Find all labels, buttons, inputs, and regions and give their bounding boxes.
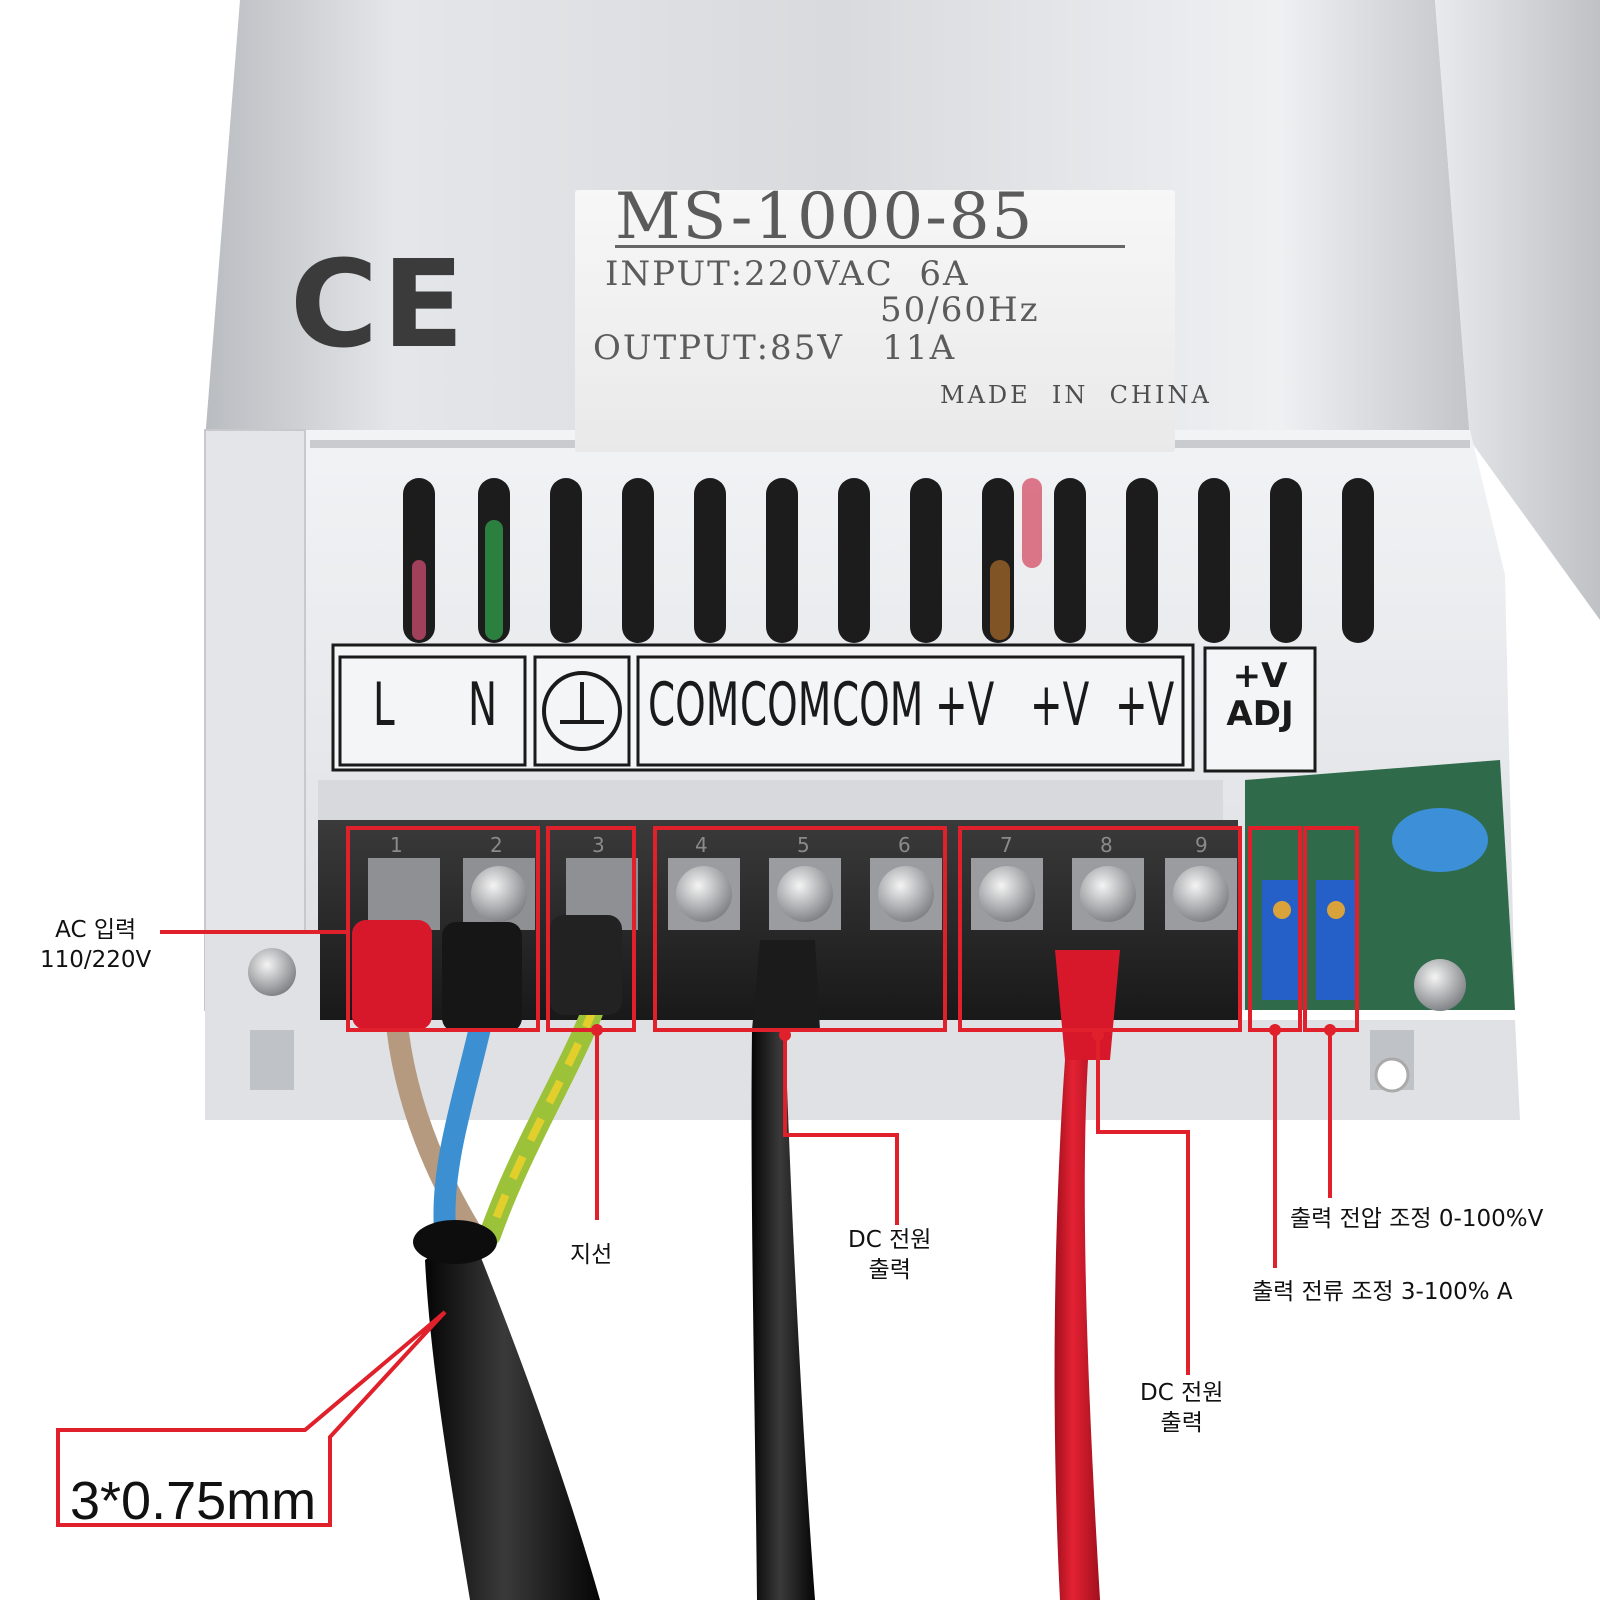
terminal-number-7: 7 [1000,833,1013,857]
current-potentiometer [1262,880,1302,1000]
current-adjust-label: 출력 전류 조정 3-100% A [1252,1279,1513,1305]
ground-ring-lug [550,915,622,1015]
vent-slots [403,478,1374,643]
terminal-number-4: 4 [695,833,708,857]
terminal-label-com-3: COM [832,670,924,740]
terminal-label-neutral: N [468,670,498,740]
terminal-number-6: 6 [898,833,911,857]
dc-negative-cable [751,940,820,1600]
product-label [575,190,1175,452]
terminal-label-vplus-2: +V [1030,670,1090,740]
ground-header-box [533,655,631,767]
model-number: MS-1000-85 [615,180,1035,254]
terminal-number-3: 3 [592,833,605,857]
model-underline [615,245,1125,248]
dc-positive-cable [1054,950,1120,1600]
output-rating: OUTPUT:85V 11A [593,328,957,368]
terminal-screws [368,858,1237,930]
mount-screw-left [248,948,296,996]
annotation-dots [591,1024,1336,1041]
terminal-label-com-2: COM [740,670,832,740]
ln-header-box [338,655,527,767]
terminal-header-strip [331,643,1195,772]
voltage-potentiometer [1316,880,1356,1000]
terminal-number-5: 5 [797,833,810,857]
case-right-side [1435,0,1600,620]
pcb-screw [1414,959,1466,1011]
earth-ground-icon [542,671,622,751]
terminal-label-adj: +V ADJ [1215,657,1305,733]
dc-output-negative-label: DC 전원 출력 [848,1227,932,1283]
adj-label-top: +V [1232,656,1288,696]
case-side-panel [204,429,306,1011]
red-ring-lug [352,920,432,1030]
terminal-label-line: L [373,670,395,740]
terminal-cover [318,780,1223,825]
terminal-number-8: 8 [1100,833,1113,857]
dc-negative-box [653,826,947,1032]
terminal-label-vplus-1: +V [935,670,995,740]
capacitor [1392,808,1488,872]
adj-label-bottom: ADJ [1226,694,1294,734]
terminal-number-1: 1 [390,833,403,857]
black-ring-lug [442,922,522,1032]
terminal-label-com-1: COM [648,670,740,740]
ac-input-cable [384,989,606,1600]
wire-size-label: 3*0.75mm [70,1471,317,1531]
mounting-bracket [205,930,1520,1120]
voltage-adjust-label: 출력 전압 조정 0-100%V [1290,1206,1544,1232]
adj-header-box [1203,646,1317,773]
input-rating: INPUT:220VAC 6A [605,254,970,294]
annotation-leaders [56,930,1332,1527]
ac-input-box [346,826,540,1032]
origin-text: MADE IN CHINA [940,381,1212,409]
ac-input-label: AC 입력 110/220V [40,917,152,973]
ce-mark-logo: CE [290,236,469,375]
ground-wire-label: 지선 [570,1242,613,1268]
terminal-number-9: 9 [1195,833,1208,857]
terminal-label-vplus-3: +V [1115,670,1175,740]
dc-header-box [636,655,1185,767]
dc-output-positive-label: DC 전원 출력 [1140,1380,1224,1436]
terminal-number-2: 2 [490,833,503,857]
frequency-rating: 50/60Hz [880,290,1040,330]
